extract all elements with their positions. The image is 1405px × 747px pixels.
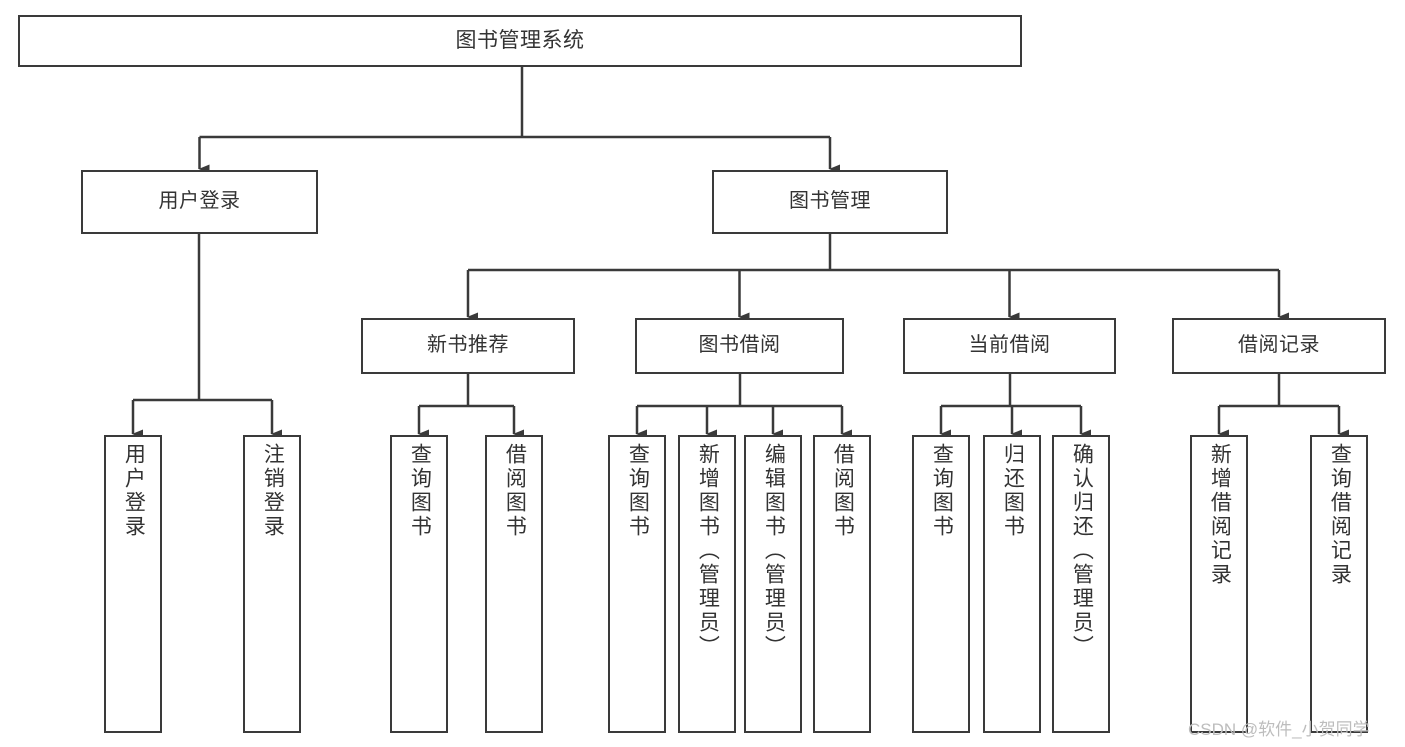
node-n-user-login[interactable]: 用户登录 xyxy=(81,170,318,234)
node-label: 图书借阅 xyxy=(698,334,781,357)
node-label: 查询图书 xyxy=(408,443,432,539)
node-label: 新增借阅记录 xyxy=(1208,443,1232,587)
node-label: 编辑图书（管理员） xyxy=(762,443,786,659)
node-label: 图书管理 xyxy=(789,190,871,213)
node-l-add-record[interactable]: 新增借阅记录 xyxy=(1190,435,1248,733)
node-label: 查询图书 xyxy=(626,443,650,539)
node-l-edit-book[interactable]: 编辑图书（管理员） xyxy=(744,435,802,733)
node-root[interactable]: 图书管理系统 xyxy=(18,15,1022,67)
node-label: 用户登录 xyxy=(122,443,146,539)
node-l-return-book[interactable]: 归还图书 xyxy=(983,435,1041,733)
node-label: 归还图书 xyxy=(1001,443,1025,539)
node-n-borrow-record[interactable]: 借阅记录 xyxy=(1172,318,1386,374)
node-label: 查询借阅记录 xyxy=(1328,443,1352,587)
edge-group xyxy=(131,67,1349,439)
node-label: 图书管理系统 xyxy=(455,28,585,52)
node-l-add-book[interactable]: 新增图书（管理员） xyxy=(678,435,736,733)
node-n-new-book-rec[interactable]: 新书推荐 xyxy=(361,318,575,374)
node-l-user-login[interactable]: 用户登录 xyxy=(104,435,162,733)
node-l-borrow-book-1[interactable]: 借阅图书 xyxy=(485,435,543,733)
node-label: 借阅记录 xyxy=(1238,334,1320,357)
node-l-query-book-2[interactable]: 查询图书 xyxy=(608,435,666,733)
node-l-confirm-return[interactable]: 确认归还（管理员） xyxy=(1052,435,1110,733)
node-n-book-mgmt[interactable]: 图书管理 xyxy=(712,170,948,234)
node-label: 借阅图书 xyxy=(831,443,855,539)
node-label: 借阅图书 xyxy=(503,443,527,539)
node-n-current-borrow[interactable]: 当前借阅 xyxy=(903,318,1116,374)
node-l-logout[interactable]: 注销登录 xyxy=(243,435,301,733)
node-l-query-book-3[interactable]: 查询图书 xyxy=(912,435,970,733)
node-label: 注销登录 xyxy=(261,443,285,539)
node-label: 新书推荐 xyxy=(427,334,509,357)
node-l-query-record[interactable]: 查询借阅记录 xyxy=(1310,435,1368,733)
node-label: 查询图书 xyxy=(930,443,954,539)
node-label: 确认归还（管理员） xyxy=(1070,443,1094,659)
node-n-book-borrow[interactable]: 图书借阅 xyxy=(635,318,844,374)
node-label: 用户登录 xyxy=(158,190,241,213)
node-l-query-book-1[interactable]: 查询图书 xyxy=(390,435,448,733)
node-label: 当前借阅 xyxy=(968,334,1051,357)
node-l-borrow-book-2[interactable]: 借阅图书 xyxy=(813,435,871,733)
node-label: 新增图书（管理员） xyxy=(696,443,720,659)
